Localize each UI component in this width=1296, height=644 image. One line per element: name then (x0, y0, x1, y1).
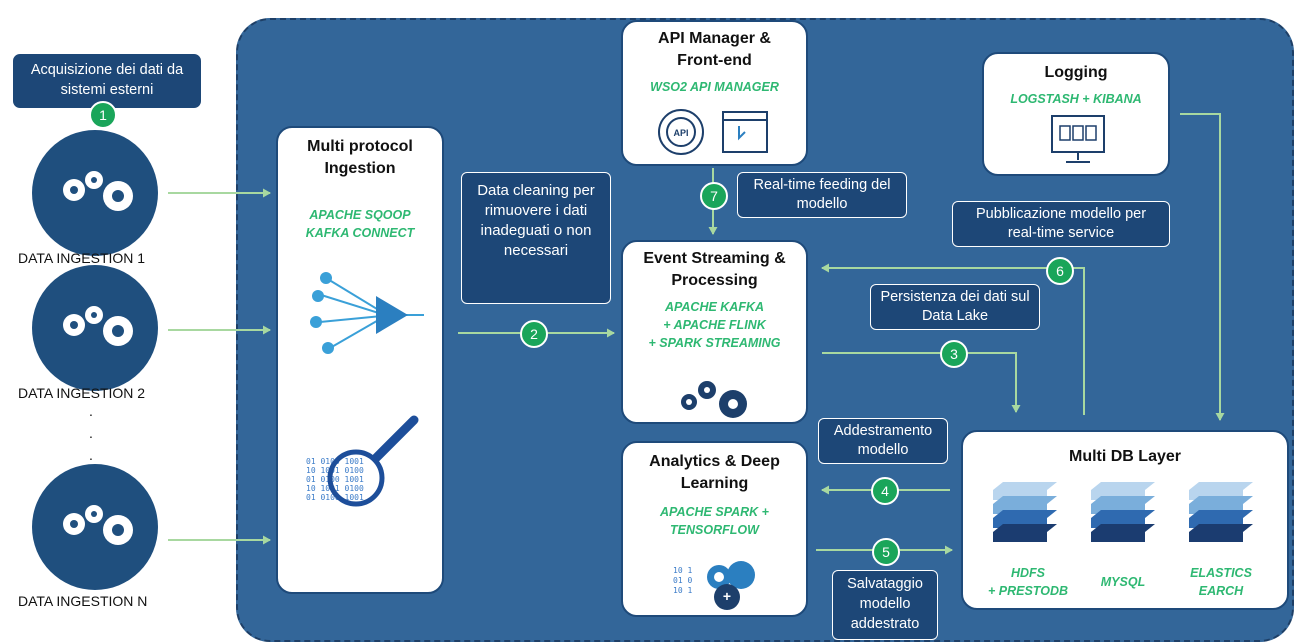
db-hdfs-line-2: + PRESTODB (988, 584, 1068, 598)
realtime-feeding-box: Real-time feeding del modello (737, 172, 907, 218)
arrow-persistenza (822, 352, 1021, 413)
multi-protocol-title: Multi protocol Ingestion (307, 138, 413, 177)
db-elasticsearch-line-1: ELASTICS (1190, 566, 1252, 580)
ingestion-2-label: DATA INGESTION 2 (18, 385, 146, 401)
event-streaming-tech-3: + SPARK STREAMING (648, 336, 781, 350)
processing-gear-icon (681, 381, 747, 418)
db-stack-elasticsearch-icon (1189, 482, 1253, 542)
svg-text:10 1001 0100: 10 1001 0100 (306, 484, 364, 493)
event-streaming-tech-2: + APACHE FLINK (663, 318, 766, 332)
persistenza-box: Persistenza dei dati sul Data Lake (870, 284, 1040, 330)
event-streaming-box: Event Streaming & Processing APACHE KAFK… (621, 240, 808, 424)
ingestion-n-gear-icon (32, 464, 158, 590)
data-search-icon: 01 0100 1001 10 1001 0100 01 0100 1001 1… (306, 415, 419, 507)
db-elasticsearch-label: ELASTICS EARCH (1181, 564, 1261, 600)
svg-text:01 0100 1001: 01 0100 1001 (306, 475, 364, 484)
data-cleaning-label: Data cleaning per rimuovere i dati inade… (477, 182, 595, 259)
addestramento-box: Addestramento modello (818, 418, 948, 464)
ingestion-2-gear-icon (32, 265, 158, 391)
api-manager-title: API Manager & Front-end (658, 30, 771, 69)
step-badge-6: 6 (1046, 257, 1074, 285)
multi-protocol-tech-2: KAFKA CONNECT (305, 226, 415, 240)
dashboard-monitor-icon (1051, 115, 1105, 163)
pubblicazione-label: Pubblicazione modello per real-time serv… (975, 206, 1147, 241)
logging-title: Logging (1044, 64, 1108, 81)
pubblicazione-box: Pubblicazione modello per real-time serv… (952, 201, 1170, 247)
arrow-logging (1180, 113, 1225, 421)
db-elasticsearch-line-2: EARCH (1198, 584, 1244, 598)
analytics-title: Analytics & Deep Learning (649, 453, 780, 492)
realtime-feeding-label: Real-time feeding del modello (753, 177, 891, 212)
svg-text:10 1: 10 1 (673, 586, 692, 595)
db-stack-hdfs-icon (993, 482, 1057, 542)
external-acquisition-box: Acquisizione dei dati da sistemi esterni (12, 53, 202, 109)
multi-db-title: Multi DB Layer (1068, 448, 1181, 465)
multi-protocol-tech-1: APACHE SQOOP (309, 208, 411, 222)
step-badge-5: 5 (872, 538, 900, 566)
multi-protocol-ingestion-box: Multi protocol Ingestion APACHE SQOOP KA… (276, 126, 444, 594)
svg-text:01 0100 1001: 01 0100 1001 (306, 493, 364, 502)
svg-text:10 1001 0100: 10 1001 0100 (306, 466, 364, 475)
svg-text:10 1: 10 1 (673, 566, 692, 575)
api-icon-label: API (673, 128, 688, 138)
persistenza-label: Persistenza dei dati sul Data Lake (880, 289, 1030, 324)
db-hdfs-label: HDFS + PRESTODB (983, 564, 1073, 600)
analytics-box: Analytics & Deep Learning APACHE SPARK +… (621, 441, 808, 617)
step-badge-7: 7 (700, 182, 728, 210)
arrow-pubblicazione (821, 263, 1085, 415)
ingestion-1-gear-icon (32, 130, 158, 256)
deep-learning-icon: 10 1 01 0 10 1 + (673, 561, 755, 610)
api-manager-tech: WSO2 API MANAGER (650, 80, 779, 94)
database-stacks-icon (993, 482, 1253, 542)
salvataggio-box: Salvataggio modello addestrato (832, 570, 938, 640)
external-acquisition-label: Acquisizione dei dati da sistemi esterni (30, 62, 184, 98)
ingestion-funnel-icon (310, 272, 424, 354)
analytics-tech-1: APACHE SPARK + (660, 505, 769, 519)
logging-box: Logging LOGSTASH + KIBANA (982, 52, 1170, 176)
data-cleaning-box: Data cleaning per rimuovere i dati inade… (461, 172, 611, 304)
analytics-tech-2: TENSORFLOW (670, 523, 759, 537)
db-stack-mysql-icon (1091, 482, 1155, 542)
ellipsis-dot: . (89, 447, 93, 463)
step-badge-4: 4 (871, 477, 899, 505)
step-badge-3: 3 (940, 340, 968, 368)
addestramento-label: Addestramento modello (833, 423, 933, 458)
salvataggio-label: Salvataggio modello addestrato (847, 576, 923, 632)
event-streaming-tech-1: APACHE KAFKA (664, 300, 765, 314)
ellipsis-dot: . (89, 403, 93, 419)
event-streaming-title: Event Streaming & Processing (643, 250, 786, 289)
ellipsis-dot: . (89, 425, 93, 441)
step-badge-1: 1 (89, 101, 117, 129)
api-gear-icon: API (658, 109, 768, 155)
db-mysql-label: MYSQL (1100, 575, 1146, 589)
logging-tech: LOGSTASH + KIBANA (1010, 92, 1142, 106)
ingestion-1-label: DATA INGESTION 1 (18, 250, 146, 266)
svg-text:01 0: 01 0 (673, 576, 692, 585)
ingestion-n-label: DATA INGESTION N (18, 593, 148, 609)
svg-text:+: + (723, 588, 731, 604)
db-hdfs-line-1: HDFS (1010, 566, 1046, 580)
step-badge-2: 2 (520, 320, 548, 348)
api-manager-box: API Manager & Front-end WSO2 API MANAGER… (621, 20, 808, 166)
multi-db-layer-box: Multi DB Layer (961, 430, 1289, 610)
